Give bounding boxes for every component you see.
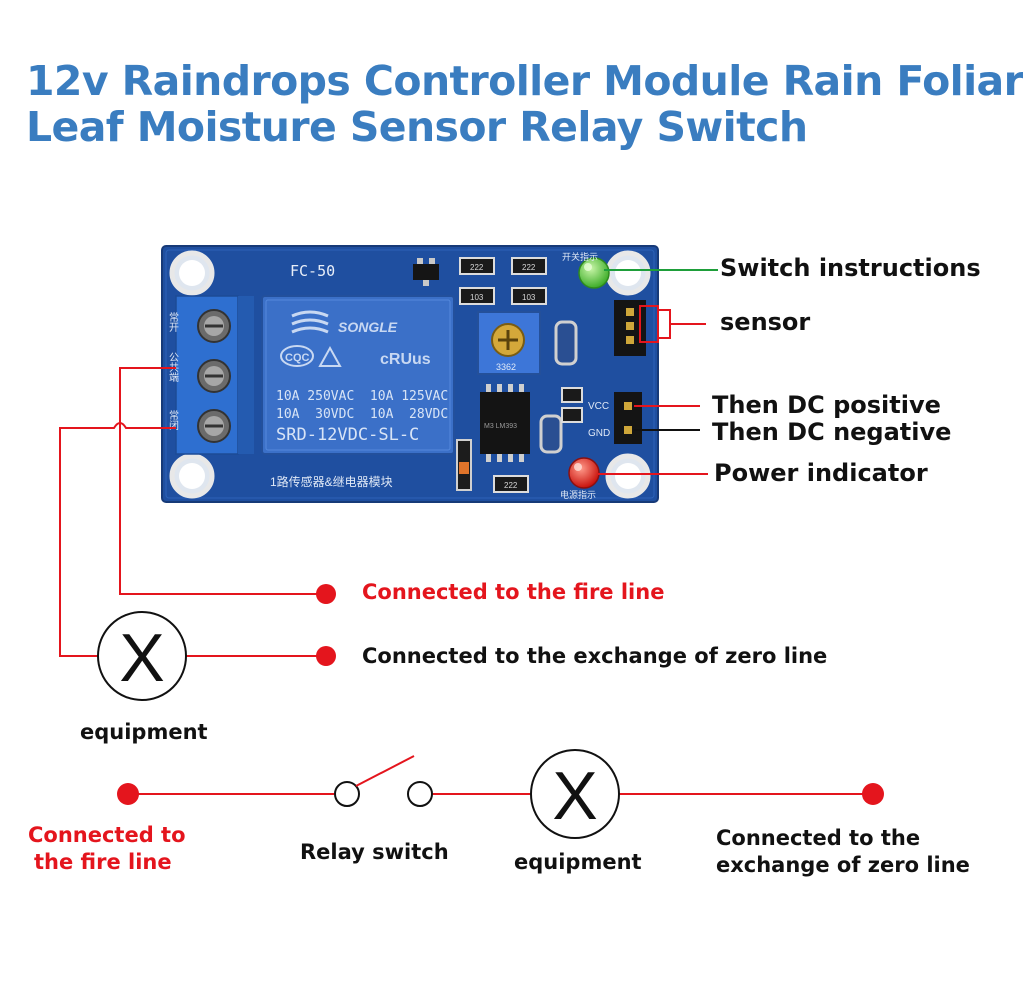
- diode: [456, 439, 472, 491]
- smd-resistor: [561, 387, 583, 403]
- equipment-symbol-icon: X: [97, 611, 187, 701]
- svg-text:3362: 3362: [496, 362, 516, 372]
- power-pin-header: [614, 392, 642, 444]
- terminal-label-nc: 常闭: [167, 409, 179, 431]
- sensor-highlight-box: [639, 305, 659, 343]
- label-equipment: equipment: [80, 720, 208, 744]
- screw-icon: [197, 309, 231, 343]
- zero-line-dot: [316, 646, 336, 666]
- label-switch-instructions: Switch instructions: [720, 254, 981, 282]
- title-line-1: 12v Raindrops Controller Module Rain Fol…: [26, 57, 1023, 105]
- circuit-zero-dot: [862, 783, 884, 805]
- label-circuit-fire-line-2: the fire line: [34, 850, 172, 874]
- circuit-fire-dot: [117, 783, 139, 805]
- songle-logo-icon: [291, 310, 329, 334]
- smd-resistor-top-3: 103: [459, 287, 495, 305]
- fire-line-dot: [316, 584, 336, 604]
- relay-model: SRD-12VDC-SL-C: [276, 425, 419, 445]
- label-circuit-zero-line-2: exchange of zero line: [716, 853, 970, 877]
- svg-text:M3 LM393: M3 LM393: [484, 423, 517, 430]
- label-circuit-fire-line: Connected to the fire line: [28, 822, 186, 876]
- relay-switch-icon: [334, 755, 433, 807]
- label-circuit-zero-line-1: Connected to the: [716, 826, 921, 850]
- screw-icon: [197, 359, 231, 393]
- label-circuit-fire-line-1: Connected to: [28, 823, 186, 847]
- screw-terminal-block: [175, 295, 254, 455]
- relay-ul-mark: cRUus: [380, 351, 431, 368]
- svg-text:222: 222: [522, 263, 536, 272]
- sensor-pin-header: [614, 300, 646, 356]
- relay-component: SONGLE CQC cRUus 10A 250VAC 10A 125VAC 1…: [261, 295, 455, 455]
- relay-rating-2: 10A 30VDC 10A 28VDC: [276, 407, 448, 422]
- svg-text:X: X: [119, 620, 164, 696]
- label-sensor: sensor: [720, 308, 811, 336]
- smd-resistor-bottom: [493, 475, 529, 493]
- svg-text:103: 103: [522, 293, 536, 302]
- wire-to-equipment: [59, 422, 176, 657]
- pin-label-vcc: VCC: [588, 401, 609, 412]
- smd-capacitor: [539, 414, 563, 454]
- svg-text:222: 222: [504, 481, 518, 490]
- svg-text:X: X: [552, 758, 597, 834]
- label-circuit-zero-line: Connected to the exchange of zero line: [716, 825, 970, 879]
- board-bottom-label: 1路传感器&继电器模块: [270, 474, 393, 489]
- label-power-indicator: Power indicator: [714, 459, 928, 487]
- smd-resistor-top-4: 103: [511, 287, 547, 305]
- label-circuit-equipment: equipment: [514, 850, 642, 874]
- green-led-icon: [578, 257, 610, 289]
- mounting-hole-icon: [605, 453, 651, 499]
- wire-fire-line: [119, 367, 325, 595]
- label-dc-positive: Then DC positive: [712, 391, 941, 419]
- relay-brand: SONGLE: [338, 319, 398, 335]
- smd-capacitor: [554, 320, 578, 366]
- page-title: 12v Raindrops Controller Module Rain Fol…: [26, 57, 1023, 151]
- mounting-hole-icon: [169, 453, 215, 499]
- screw-icon: [197, 409, 231, 443]
- warning-triangle-icon: [318, 345, 342, 367]
- smd-resistor-top-2: 222: [511, 257, 547, 275]
- relay-cert: CQC: [285, 352, 310, 364]
- terminal-label-no: 常开: [167, 311, 179, 333]
- svg-text:103: 103: [470, 293, 484, 302]
- wiring-diagram: FC-50 常开 公共端 常闭: [59, 245, 884, 839]
- transistor: [413, 258, 439, 286]
- title-line-2: Leaf Moisture Sensor Relay Switch: [26, 103, 808, 151]
- ic-chip: M3 LM393: [480, 384, 530, 462]
- potentiometer: 3362: [477, 311, 541, 375]
- board-model-label: FC-50: [290, 262, 335, 280]
- label-relay-switch: Relay switch: [300, 840, 449, 864]
- label-fire-line: Connected to the fire line: [362, 580, 665, 604]
- callout-line-sensor: [658, 309, 706, 339]
- mounting-hole-icon: [605, 250, 651, 296]
- red-led-icon: [568, 457, 600, 489]
- label-dc-negative: Then DC negative: [712, 418, 952, 446]
- led-top-label: 开关指示: [562, 251, 598, 262]
- relay-module-board: FC-50 常开 公共端 常闭: [161, 245, 659, 503]
- led-bottom-label: 电源指示: [560, 489, 596, 500]
- relay-rating-1: 10A 250VAC 10A 125VAC: [276, 389, 448, 404]
- pin-label-gnd: GND: [588, 428, 610, 439]
- smd-resistor: [561, 407, 583, 423]
- svg-text:222: 222: [470, 263, 484, 272]
- smd-resistor-top-1: 222: [459, 257, 495, 275]
- mounting-hole-icon: [169, 250, 215, 296]
- label-zero-line: Connected to the exchange of zero line: [362, 644, 828, 668]
- equipment-symbol-icon: X: [530, 749, 620, 839]
